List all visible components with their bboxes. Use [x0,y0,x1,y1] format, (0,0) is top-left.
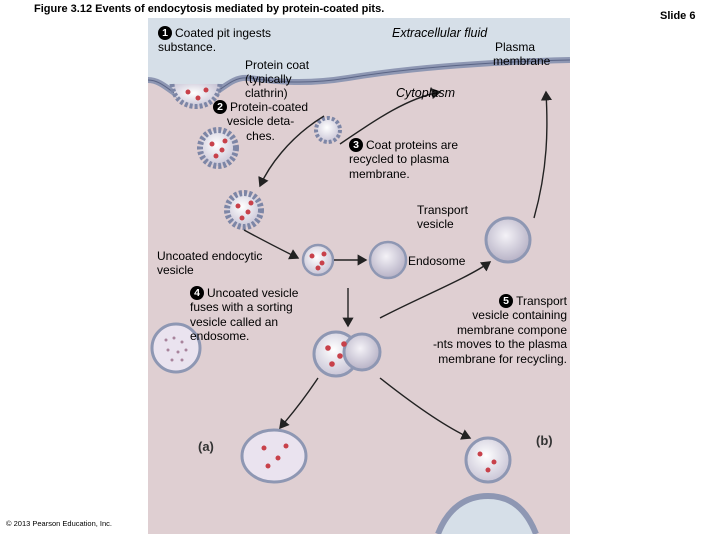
endocytosis-illustration [148,18,570,534]
extracellular-fluid-label: Extracellular fluid [392,26,488,40]
figure-title: Figure 3.12 Events of endocytosis mediat… [34,3,385,15]
coat-protein-icon [314,116,342,144]
uncoated-vesicle-icon [301,243,335,277]
step-5-number: 5 [499,294,514,308]
coated-vesicle-icon [197,127,239,169]
lysosome-icon [150,322,202,374]
step-4-number: 4 [190,286,204,300]
step-1-number: 1 [158,26,172,40]
transport-vesicle-icon [484,216,532,264]
fused-vesicle-a-icon [240,428,308,484]
endosome-label: Endosome [408,254,466,268]
coated-pit-icon [169,83,223,109]
cytoplasm-label: Cytoplasm [396,86,456,100]
step-2-number: 2 [213,100,227,114]
plasma-membrane-label-1: Plasma [495,40,536,54]
step-3-number: 3 [349,138,363,152]
recycling-vesicle-icon [464,436,512,484]
extracellular-region [148,18,570,101]
slide-label: Slide 6 [660,10,696,22]
fusing-endosome-icon [312,330,382,378]
endosome-icon [368,240,408,280]
plasma-membrane-b [435,492,539,534]
plasma-membrane-label-2: membrane [493,54,551,68]
panel-b-label: (b) [536,433,553,448]
cytoplasm-region [148,18,570,534]
panel-a-label: (a) [198,439,214,454]
copyright-notice: © 2013 Pearson Education, Inc. [6,519,113,528]
coated-vesicle-icon [224,190,264,230]
arrow-icon [243,88,553,440]
